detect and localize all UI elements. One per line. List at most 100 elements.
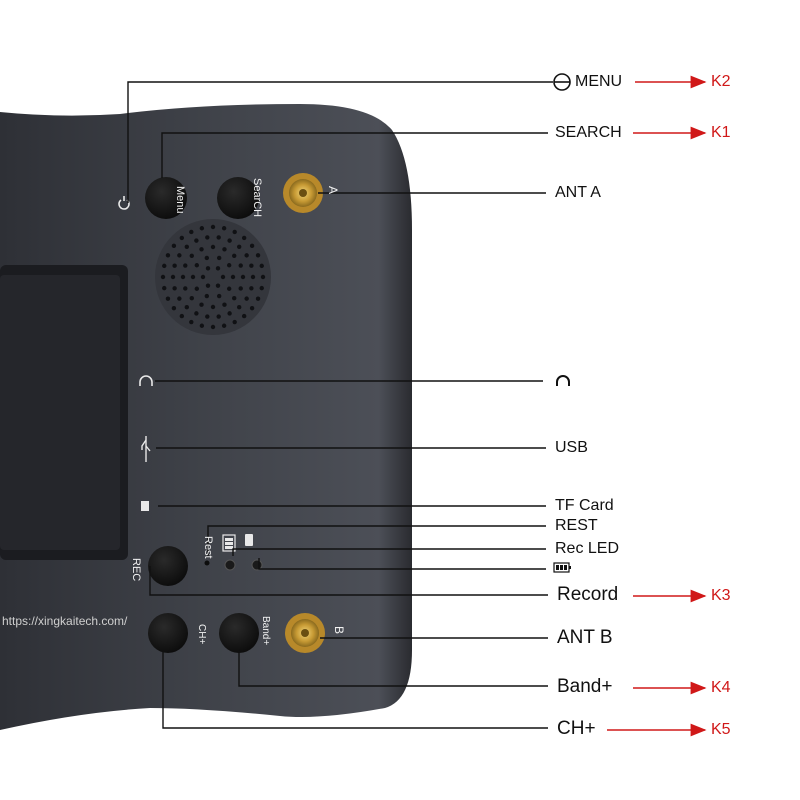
speaker-hole <box>189 229 194 235</box>
leader-lines <box>127 81 553 729</box>
speaker-hole <box>204 293 210 299</box>
usb-callout: USB <box>555 439 588 456</box>
speaker-hole <box>184 305 190 310</box>
speaker-hole <box>171 243 177 249</box>
speaker-hole <box>259 285 264 291</box>
battery-indicator-icon <box>222 534 236 552</box>
speaker-hole <box>241 235 247 241</box>
speaker-hole <box>172 286 177 291</box>
speaker-hole <box>172 263 177 268</box>
speaker-hole <box>200 274 206 280</box>
speaker-hole <box>205 314 210 319</box>
tf-card-callout: TF Card <box>555 497 614 514</box>
key-k1-label: K1 <box>711 124 731 141</box>
menu-power-symbol-icon <box>553 73 571 91</box>
headphone-symbol-icon <box>556 375 570 386</box>
speaker-hole <box>205 266 211 271</box>
speaker-hole <box>189 296 194 301</box>
speaker-hole <box>232 253 237 258</box>
speaker-hole <box>170 274 176 280</box>
antenna-b-device-label: B <box>332 626 346 635</box>
band-plus-callout: Band+ <box>557 676 613 697</box>
speaker-hole <box>199 247 204 252</box>
speaker-hole <box>249 243 255 249</box>
speaker-hole <box>177 296 182 301</box>
key-k2-label: K2 <box>711 73 731 90</box>
ant-b-callout: ANT B <box>557 627 613 648</box>
speaker-hole <box>259 263 264 269</box>
battery-symbol-icon <box>553 562 571 573</box>
speaker-hole <box>255 296 261 301</box>
speaker-hole <box>199 302 204 307</box>
speaker-hole <box>216 255 222 261</box>
rec-led-icon <box>245 534 253 546</box>
rec-button[interactable] <box>148 546 188 586</box>
speaker-hole <box>205 235 210 240</box>
speaker-hole <box>249 286 254 291</box>
speaker-hole <box>210 224 216 230</box>
headphone-jack-icon <box>139 375 153 386</box>
speaker-hole <box>183 286 188 291</box>
watermark-url: https://xingkaitech.com/ <box>2 614 128 628</box>
menu-device-label: Menu <box>174 186 186 214</box>
speaker-hole <box>180 274 186 280</box>
speaker-hole <box>194 263 200 268</box>
speaker-hole <box>240 274 246 280</box>
speaker-hole <box>216 314 221 319</box>
key-k3-label: K3 <box>711 587 731 604</box>
device-body <box>0 104 412 730</box>
speaker-hole <box>236 244 242 249</box>
speaker-hole <box>241 313 247 319</box>
speaker-hole <box>236 305 242 310</box>
speaker-hole <box>238 263 243 268</box>
menu-callout: MENU <box>575 73 623 90</box>
speaker-hole <box>222 247 227 252</box>
speaker-hole <box>194 311 199 316</box>
speaker-hole <box>238 286 243 291</box>
speaker-hole <box>165 253 171 258</box>
speaker-hole <box>190 274 196 280</box>
key-k5-label: K5 <box>711 721 731 738</box>
ant-a-callout: ANT A <box>555 184 601 201</box>
speaker-hole <box>210 244 216 250</box>
rest-pinhole[interactable] <box>204 560 210 566</box>
speaker-grille <box>155 219 271 335</box>
usb-port-icon <box>141 436 151 462</box>
speaker-hole <box>260 274 266 280</box>
speaker-hole <box>162 285 167 291</box>
search-button[interactable] <box>217 177 259 219</box>
speaker-hole <box>210 304 216 310</box>
speaker-hole <box>216 293 222 299</box>
ch-plus-button[interactable] <box>148 613 188 653</box>
search-callout: SEARCH <box>555 124 622 141</box>
antenna-a-device-label: A <box>326 186 340 195</box>
speaker-hole <box>177 253 182 258</box>
speaker-hole <box>232 319 237 325</box>
speaker-hole <box>215 283 221 288</box>
speaker-hole <box>244 253 249 258</box>
speaker-hole <box>179 235 185 241</box>
key-k4-label: K4 <box>711 679 731 696</box>
band-plus-device-label: Band+ <box>260 616 271 646</box>
speaker-hole <box>221 323 227 328</box>
tf-card-slot-icon <box>141 501 149 511</box>
speaker-hole <box>227 238 232 243</box>
speaker-hole <box>194 286 200 291</box>
speaker-hole <box>232 296 237 301</box>
speaker-hole <box>184 244 190 249</box>
speaker-hole <box>221 226 227 231</box>
speaker-hole <box>244 296 249 301</box>
speaker-hole <box>226 263 232 268</box>
speaker-hole <box>249 263 254 268</box>
speaker-hole <box>222 302 227 307</box>
band-plus-button[interactable] <box>219 613 259 653</box>
speaker-hole <box>183 263 188 268</box>
menu-button[interactable] <box>145 177 187 219</box>
speaker-hole <box>230 274 236 280</box>
speaker-hole <box>160 274 166 280</box>
speaker-hole <box>205 283 211 288</box>
rec-device-label: REC <box>130 558 142 582</box>
speaker-hole <box>226 286 232 291</box>
speaker-hole <box>199 226 205 231</box>
